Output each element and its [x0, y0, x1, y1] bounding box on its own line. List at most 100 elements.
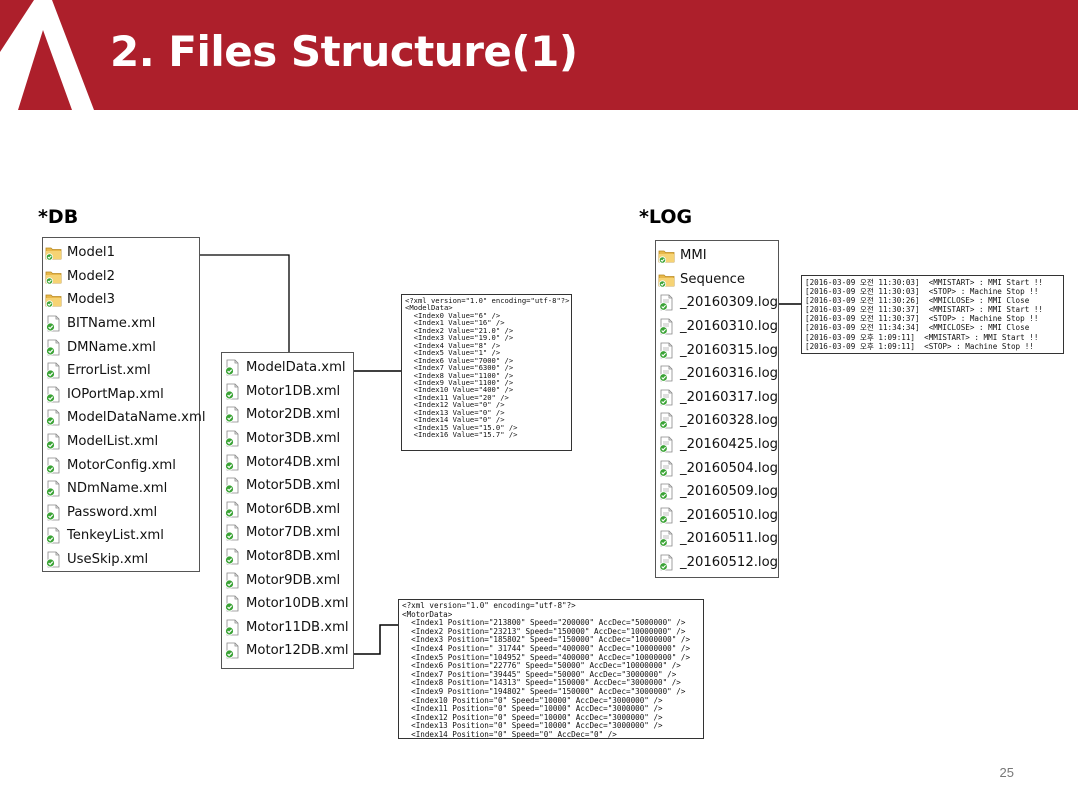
- model-data-xml-content: <?xml version="1.0" encoding="utf-8"?><M…: [401, 294, 572, 451]
- file-name: ErrorList.xml: [67, 363, 151, 379]
- file-list-item: MMI: [656, 244, 778, 268]
- file-name: TenkeyList.xml: [67, 528, 164, 544]
- code-line: <Index11 Value="20" />: [405, 392, 509, 402]
- code-line: [2016-03-09 오전 11:34:34] <MMICLOSE> : MM…: [805, 323, 1030, 333]
- log-file-icon: [658, 365, 675, 382]
- xml-file-icon: [45, 386, 62, 403]
- code-line: <Index8 Value="1100" />: [405, 370, 514, 380]
- file-list-item: MotorConfig.xml: [43, 453, 199, 477]
- file-list-item: _20160510.log: [656, 504, 778, 528]
- xml-file-icon: [224, 572, 241, 589]
- code-line: <Index3 Position="185802" Speed="150000"…: [402, 635, 691, 645]
- file-name: Motor7DB.xml: [246, 525, 341, 541]
- xml-file-icon: [45, 480, 62, 497]
- code-line: <Index4 Position=" 31744" Speed="400000"…: [402, 643, 691, 653]
- file-list-item: Motor11DB.xml: [222, 616, 353, 640]
- file-name: Motor5DB.xml: [246, 478, 341, 494]
- file-name: MotorConfig.xml: [67, 457, 176, 473]
- code-line: <Index11 Position="0" Speed="10000" AccD…: [402, 704, 663, 714]
- file-list-item: _20160509.log: [656, 480, 778, 504]
- file-name: Sequence: [680, 271, 746, 287]
- code-line: <MotorData>: [402, 609, 453, 619]
- file-name: Password.xml: [67, 504, 158, 520]
- db-section-label: *DB: [38, 206, 79, 228]
- file-name: Motor9DB.xml: [246, 572, 341, 588]
- file-list-item: Motor9DB.xml: [222, 568, 353, 592]
- file-list-item: Motor1DB.xml: [222, 380, 353, 404]
- code-line: <Index10 Value="400" />: [405, 385, 514, 395]
- file-name: ModelList.xml: [67, 434, 159, 450]
- code-line: <Index5 Position="104952" Speed="400000"…: [402, 652, 691, 662]
- file-list-item: _20160328.log: [656, 409, 778, 433]
- xml-file-icon: [45, 551, 62, 568]
- log-file-icon: [658, 412, 675, 430]
- file-list-item: Motor4DB.xml: [222, 450, 353, 474]
- code-line: [2016-03-09 오전 11:30:26] <MMICLOSE> : MM…: [805, 296, 1030, 306]
- file-name: Motor1DB.xml: [246, 383, 341, 399]
- log-file-icon: [658, 342, 675, 359]
- log-file-icon: [658, 483, 675, 500]
- file-name: _20160310.log: [680, 319, 779, 335]
- code-line: <Index15 Value="15.0" />: [405, 422, 518, 432]
- file-list-item: Password.xml: [43, 501, 199, 525]
- code-line: <Index13 Value="0" />: [405, 407, 505, 417]
- xml-file-icon: [45, 504, 62, 521]
- file-name: ModelDataName.xml: [67, 410, 206, 426]
- file-name: _20160309.log: [680, 295, 779, 311]
- code-line: <Index14 Value="0" />: [405, 415, 505, 425]
- file-name: _20160509.log: [680, 484, 779, 500]
- file-list-item: Model3: [43, 288, 199, 312]
- file-list-item: ModelList.xml: [43, 430, 199, 454]
- file-list-item: _20160425.log: [656, 433, 778, 457]
- file-name: _20160510.log: [680, 507, 779, 523]
- file-name: _20160315.log: [680, 342, 779, 358]
- code-line: <Index13 Position="0" Speed="10000" AccD…: [402, 721, 663, 731]
- log-file-icon: [658, 460, 675, 477]
- file-list-item: ErrorList.xml: [43, 359, 199, 383]
- log-file-icon: [658, 554, 675, 571]
- log-file-icon: [658, 318, 675, 335]
- code-line: <Index6 Value="7000" />: [405, 355, 514, 365]
- code-line: [2016-03-09 오전 11:30:03] <STOP> : Machin…: [805, 287, 1039, 297]
- xml-file-icon: [224, 406, 241, 423]
- code-line: <Index14 Position="0" Speed="0" AccDec="…: [402, 729, 617, 739]
- code-line: <Index16 Value="15.7" />: [405, 430, 518, 440]
- code-line: <Index7 Position="39445" Speed="50000" A…: [402, 669, 677, 679]
- code-line: <Index2 Value="21.0" />: [405, 325, 514, 335]
- file-list-item: ModelDataName.xml: [43, 406, 206, 430]
- motor-db-xml-content: <?xml version="1.0" encoding="utf-8"?><M…: [398, 599, 704, 739]
- file-list-item: Motor10DB.xml: [222, 592, 353, 616]
- code-line: [2016-03-09 오후 1:09:11] <MMISTART> : MMI…: [805, 332, 1039, 342]
- xml-file-icon: [45, 527, 62, 544]
- file-name: Motor10DB.xml: [246, 596, 349, 612]
- file-list-item: Sequence: [656, 268, 778, 292]
- code-line: <Index6 Position="22776" Speed="50000" A…: [402, 661, 681, 671]
- file-name: Model1: [67, 245, 115, 261]
- file-list-item: _20160309.log: [656, 291, 778, 315]
- file-list-item: ModelData.xml: [222, 356, 353, 380]
- xml-file-icon: [224, 359, 241, 376]
- file-list-item: Motor5DB.xml: [222, 474, 353, 498]
- code-line: [2016-03-09 오전 11:30:37] <STOP> : Machin…: [805, 314, 1039, 324]
- file-name: Model2: [67, 268, 115, 284]
- file-name: _20160317.log: [680, 389, 779, 405]
- file-list-item: Motor6DB.xml: [222, 498, 353, 522]
- file-name: Motor6DB.xml: [246, 501, 341, 517]
- log-file-list: MMI Sequence _20160309.log _20160310.log _20…: [655, 240, 779, 578]
- file-list-item: Motor12DB.xml: [222, 639, 353, 663]
- file-name: _20160512.log: [680, 555, 779, 571]
- file-list-item: UseSkip.xml: [43, 548, 199, 572]
- folder-icon: [45, 244, 62, 261]
- xml-file-icon: [224, 595, 241, 612]
- folder-icon: [658, 247, 675, 264]
- file-name: Motor2DB.xml: [246, 407, 341, 423]
- file-list-item: Motor3DB.xml: [222, 427, 353, 451]
- code-line: <Index8 Position="14313" Speed="150000" …: [402, 678, 681, 688]
- xml-file-icon: [224, 642, 241, 659]
- xml-file-icon: [224, 524, 241, 541]
- file-name: MMI: [680, 248, 707, 264]
- file-list-item: _20160512.log: [656, 551, 778, 575]
